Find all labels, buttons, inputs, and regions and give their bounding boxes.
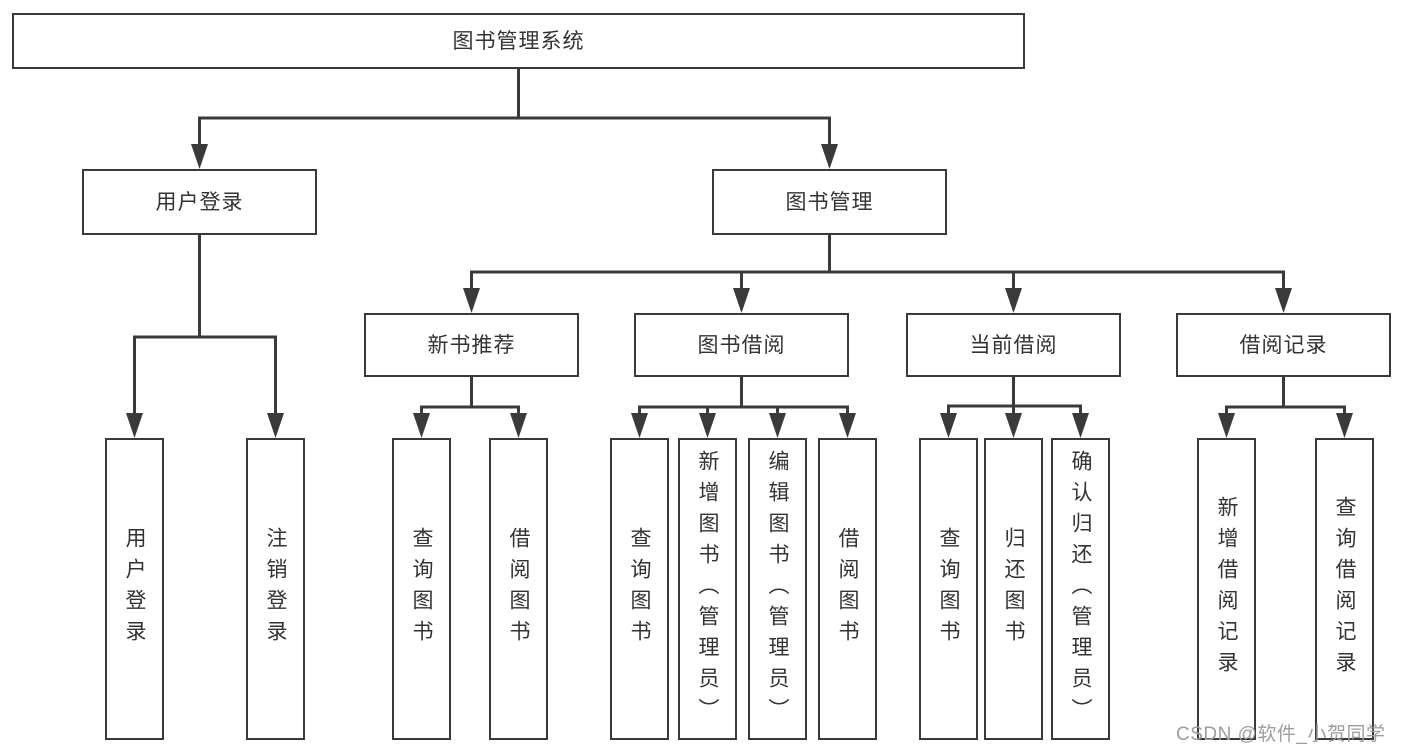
arrowhead-icon [1336, 413, 1353, 438]
node-borrow-records: 借阅记录 [1176, 313, 1391, 377]
node-new-book-recommend: 新书推荐 [364, 313, 579, 377]
arrowhead-icon [631, 413, 648, 438]
arrowhead-icon [413, 413, 430, 438]
node-current-borrow: 当前借阅 [906, 313, 1121, 377]
arrowhead-icon [1005, 288, 1022, 313]
node-query-book-3: 查询图书 [919, 438, 978, 740]
arrowhead-icon [839, 413, 856, 438]
arrowhead-icon [126, 413, 143, 438]
arrowhead-icon [1005, 413, 1022, 438]
arrowhead-icon [267, 413, 284, 438]
node-query-borrow-record: 查询借阅记录 [1315, 438, 1374, 740]
node-book-borrow: 图书借阅 [634, 313, 849, 377]
arrowhead-icon [1072, 413, 1089, 438]
node-query-book-2: 查询图书 [610, 438, 669, 740]
node-add-borrow-record: 新增借阅记录 [1197, 438, 1256, 740]
arrowhead-icon [733, 288, 750, 313]
arrowhead-icon [940, 413, 957, 438]
node-confirm-return: 确认归还（管理员） [1051, 438, 1110, 740]
node-edit-book: 编辑图书（管理员） [748, 438, 807, 740]
arrowhead-icon [769, 413, 786, 438]
arrowhead-icon [1218, 413, 1235, 438]
node-return-book: 归还图书 [984, 438, 1043, 740]
arrowhead-icon [699, 413, 716, 438]
node-add-book: 新增图书（管理员） [678, 438, 737, 740]
csdn-watermark: CSDN @软件_小贺同学 [1176, 724, 1386, 745]
node-user-login: 用户登录 [82, 169, 317, 235]
arrowhead-icon [191, 144, 208, 169]
arrowhead-icon [463, 288, 480, 313]
node-query-book-1: 查询图书 [392, 438, 451, 740]
node-borrow-book-2: 借阅图书 [818, 438, 877, 740]
node-book-management: 图书管理 [712, 169, 947, 235]
arrowhead-icon [821, 144, 838, 169]
node-logout: 注销登录 [246, 438, 305, 740]
node-user-login-leaf: 用户登录 [105, 438, 164, 740]
node-borrow-book-1: 借阅图书 [489, 438, 548, 740]
arrowhead-icon [1275, 288, 1292, 313]
arrowhead-icon [510, 413, 527, 438]
node-root: 图书管理系统 [12, 13, 1025, 69]
